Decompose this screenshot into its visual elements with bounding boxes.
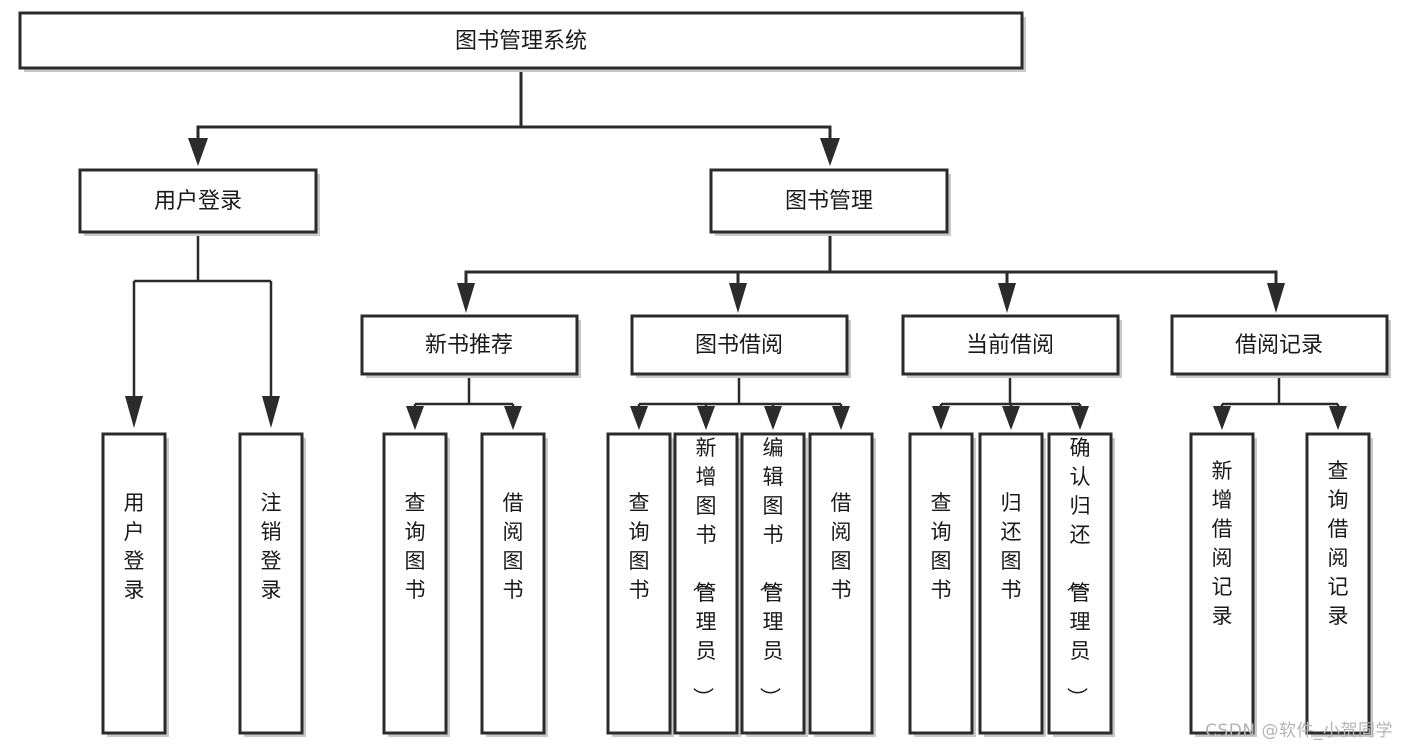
arrow-newbook xyxy=(457,283,475,313)
node-leaf-edit-book[interactable]: 编辑图书（管理员） xyxy=(740,432,808,737)
node-leaf-user-login-box[interactable] xyxy=(101,432,167,735)
arrow-leaf-query-book-1 xyxy=(406,406,424,430)
node-leaf-logout-box[interactable] xyxy=(238,432,304,735)
node-leaf-query-book-3[interactable]: 查询图书 xyxy=(908,432,976,737)
node-borrow-record-label: 借阅记录 xyxy=(1235,333,1323,358)
arrow-book-manage xyxy=(820,138,840,166)
node-book-borrow-box[interactable] xyxy=(630,314,849,376)
node-leaf-add-record[interactable]: 新增借阅记录 xyxy=(1189,432,1257,737)
node-borrow-record-box[interactable] xyxy=(1170,314,1389,376)
node-borrow-record[interactable]: 借阅记录 xyxy=(1170,314,1391,378)
node-user-login-label: 用户登录 xyxy=(154,189,242,214)
node-leaf-confirm-return-box[interactable] xyxy=(1047,432,1113,735)
node-leaf-query-record-box[interactable] xyxy=(1305,432,1371,735)
node-leaf-borrow-book-1[interactable]: 借阅图书 xyxy=(480,432,548,737)
arrow-borrowrecord xyxy=(1267,283,1285,313)
node-leaf-borrow-book-2-label: 借阅图书 xyxy=(831,491,852,602)
node-root[interactable]: 图书管理系统 xyxy=(18,11,1026,72)
node-book-borrow[interactable]: 图书借阅 xyxy=(630,314,851,378)
node-leaf-query-book-2[interactable]: 查询图书 xyxy=(606,432,674,737)
node-leaf-query-record[interactable]: 查询借阅记录 xyxy=(1305,432,1373,737)
node-new-book-rec-label: 新书推荐 xyxy=(425,333,513,358)
node-leaf-edit-book-box[interactable] xyxy=(740,432,806,735)
arrow-leaf-query-book-3 xyxy=(932,406,950,430)
node-leaf-borrow-book-2-box[interactable] xyxy=(808,432,874,735)
node-leaf-logout-label: 注销登录 xyxy=(261,491,282,602)
node-leaf-edit-book-label: 编辑图书（管理员） xyxy=(758,436,784,708)
node-leaf-return-book-label: 归还图书 xyxy=(1001,491,1022,602)
node-leaf-query-book-1-box[interactable] xyxy=(382,432,448,735)
arrow-leaf-edit-book xyxy=(764,406,782,430)
node-book-manage-box[interactable] xyxy=(709,168,949,234)
arrow-leaf-query-record xyxy=(1329,406,1347,430)
node-leaf-confirm-return-label: 确认归还（管理员） xyxy=(1065,436,1091,708)
node-leaf-return-book[interactable]: 归还图书 xyxy=(978,432,1046,737)
connector-layer xyxy=(125,66,1347,430)
node-new-book-rec[interactable]: 新书推荐 xyxy=(360,314,581,378)
node-leaf-query-book-3-label: 查询图书 xyxy=(931,491,952,602)
node-leaf-user-login[interactable]: 用户登录 xyxy=(101,432,169,737)
node-leaf-borrow-book-1-box[interactable] xyxy=(480,432,546,735)
node-root-label: 图书管理系统 xyxy=(455,29,587,54)
arrow-leaf-return-book xyxy=(1002,406,1020,430)
arrow-leaf-add-book xyxy=(697,406,715,430)
node-root-box[interactable] xyxy=(18,11,1024,70)
node-new-book-rec-box[interactable] xyxy=(360,314,579,376)
node-leaf-return-book-box[interactable] xyxy=(978,432,1044,735)
node-leaf-confirm-return[interactable]: 确认归还（管理员） xyxy=(1047,432,1115,737)
node-book-manage-label: 图书管理 xyxy=(785,189,873,214)
node-leaf-query-book-2-box[interactable] xyxy=(606,432,672,735)
node-leaf-add-record-label: 新增借阅记录 xyxy=(1212,459,1233,628)
node-current-borrow[interactable]: 当前借阅 xyxy=(901,314,1122,378)
node-user-login-box[interactable] xyxy=(78,168,318,234)
node-leaf-query-book-2-label: 查询图书 xyxy=(629,491,650,602)
node-leaf-borrow-book-2[interactable]: 借阅图书 xyxy=(808,432,876,737)
node-current-borrow-label: 当前借阅 xyxy=(966,333,1054,358)
arrow-leaf-borrow-book-1 xyxy=(504,406,522,430)
node-leaf-query-book-1-label: 查询图书 xyxy=(405,491,426,602)
csdn-watermark: CSDN @软件_小贺同学 xyxy=(1205,721,1393,741)
node-leaf-add-record-box[interactable] xyxy=(1189,432,1255,735)
arrow-bookborrow xyxy=(729,283,747,313)
arrow-leaf-logout xyxy=(262,396,280,428)
node-leaf-add-book[interactable]: 新增图书（管理员） xyxy=(673,432,741,737)
arrow-leaf-add-record xyxy=(1213,406,1231,430)
arrow-leaf-query-book-2 xyxy=(630,406,648,430)
arrow-leaf-user-login xyxy=(125,396,143,428)
node-leaf-logout[interactable]: 注销登录 xyxy=(238,432,306,737)
node-book-manage[interactable]: 图书管理 xyxy=(709,168,951,236)
arrow-user-login xyxy=(188,138,208,166)
node-leaf-borrow-book-1-label: 借阅图书 xyxy=(503,491,524,602)
arrow-currentborrow xyxy=(998,283,1016,313)
node-leaf-query-record-label: 查询借阅记录 xyxy=(1328,459,1349,628)
arrow-leaf-confirm-return xyxy=(1071,406,1089,430)
node-leaf-add-book-box[interactable] xyxy=(673,432,739,735)
node-book-borrow-label: 图书借阅 xyxy=(695,333,783,358)
node-leaf-add-book-label: 新增图书（管理员） xyxy=(691,436,717,708)
node-leaf-user-login-label: 用户登录 xyxy=(124,491,145,602)
node-leaf-query-book-3-box[interactable] xyxy=(908,432,974,735)
node-user-login[interactable]: 用户登录 xyxy=(78,168,320,236)
arrow-leaf-borrow-book-2 xyxy=(832,406,850,430)
node-leaf-query-book-1[interactable]: 查询图书 xyxy=(382,432,450,737)
node-current-borrow-box[interactable] xyxy=(901,314,1120,376)
